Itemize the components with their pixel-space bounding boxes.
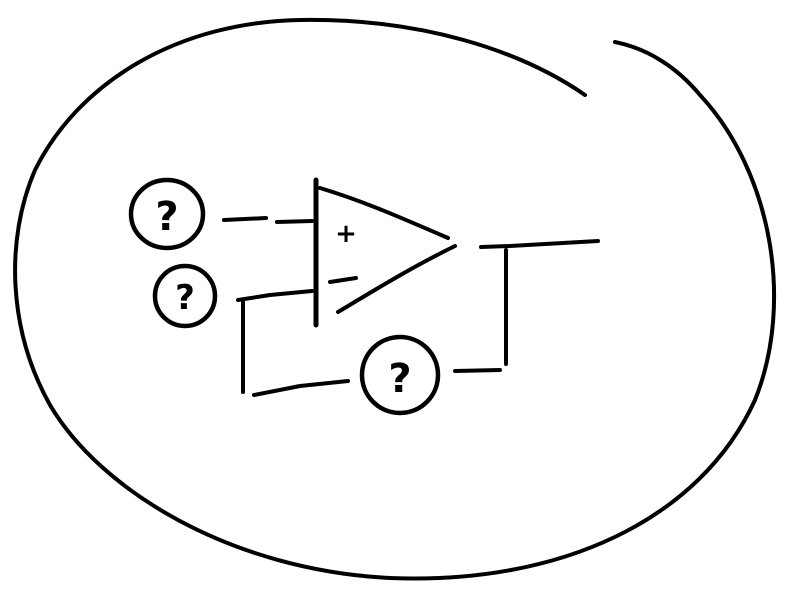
svg-text:?: ? xyxy=(175,278,195,318)
feedback-wire-left xyxy=(241,298,350,397)
feedback-wire-right xyxy=(453,248,508,373)
svg-text:?: ? xyxy=(155,194,178,240)
output-wire xyxy=(479,239,600,249)
svg-text:?: ? xyxy=(388,356,411,402)
unknown-component-minus-input: ? xyxy=(152,263,218,329)
plus-input-wire xyxy=(222,216,314,224)
unknown-component-plus-input: ? xyxy=(128,177,206,251)
opamp-symbol: + xyxy=(313,177,457,328)
enclosing-oval xyxy=(13,17,777,581)
unknown-component-feedback: ? xyxy=(359,334,441,416)
plus-sign: + xyxy=(335,219,357,249)
minus-input-wire xyxy=(236,289,314,302)
minus-sign xyxy=(328,276,358,284)
